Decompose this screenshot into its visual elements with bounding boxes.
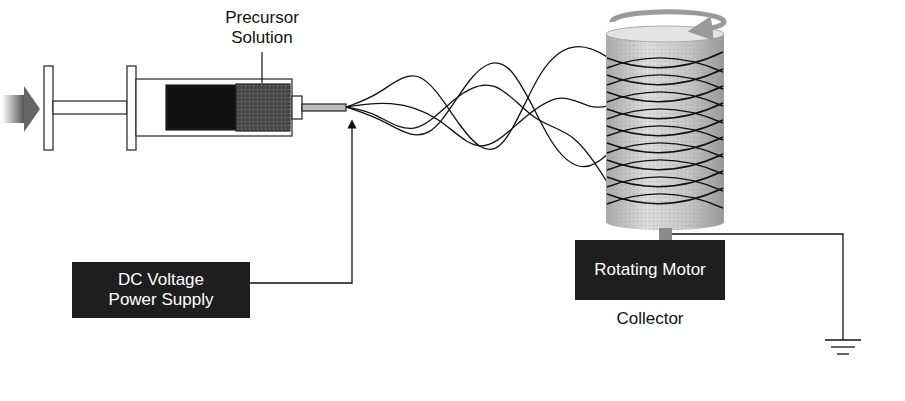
fiber-winding xyxy=(607,177,723,191)
leader-line xyxy=(261,52,262,83)
syringe xyxy=(44,66,346,150)
high-voltage-wire xyxy=(250,124,352,283)
collector-drum xyxy=(606,12,724,241)
box-label: Rotating Motor xyxy=(594,260,706,280)
push-arrow xyxy=(2,86,40,132)
fiber-winding xyxy=(607,126,723,140)
fiber-jet xyxy=(346,98,612,146)
fiber-jet xyxy=(346,85,612,190)
equipment-box: Rotating Motor xyxy=(575,240,725,300)
fiber-jet xyxy=(346,47,612,150)
equipment-box: DC Voltage Power Supply xyxy=(72,262,250,318)
fiber-winding xyxy=(607,75,723,89)
fiber-winding xyxy=(607,58,723,72)
part-label: Precursor Solution xyxy=(215,8,310,47)
fiber-jets xyxy=(346,47,612,190)
fiber-jet xyxy=(346,63,612,167)
fiber-winding xyxy=(607,194,723,208)
box-label: DC Voltage Power Supply xyxy=(102,270,220,309)
fiber-winding xyxy=(607,92,723,106)
component-label: Collector xyxy=(616,309,683,329)
fiber-winding xyxy=(607,143,723,157)
fiber-winding xyxy=(607,160,723,174)
fiber-winding xyxy=(607,109,723,123)
